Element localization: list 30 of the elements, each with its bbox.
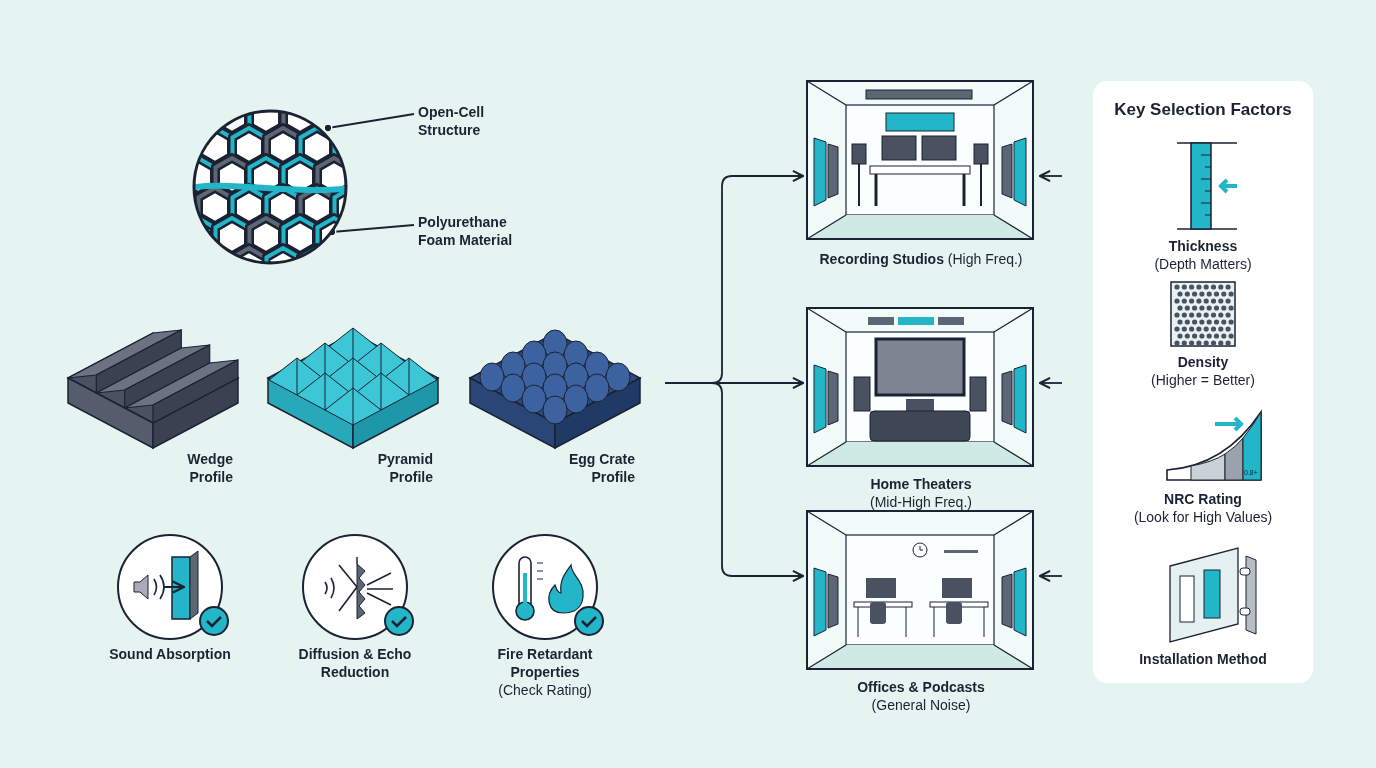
callout-label: Polyurethane Foam Material	[418, 213, 514, 249]
caption-title: Offices & Podcasts	[856, 678, 986, 696]
caption-title: Pyramid Profile	[376, 450, 433, 486]
caption-title: Egg Crate Profile	[567, 450, 635, 486]
caption-title: Installation Method	[1138, 650, 1268, 668]
caption-title: Wedge Profile	[186, 450, 233, 486]
caption-title: NRC Rating	[1163, 490, 1243, 508]
leader-line	[327, 224, 415, 237]
caption-note: (Depth Matters)	[1153, 255, 1253, 273]
caption-title: Thickness	[1167, 237, 1239, 255]
caption-title: Home Theaters	[869, 475, 973, 493]
caption-note: (Mid-High Freq.)	[869, 493, 973, 511]
caption-note: (Look for High Values)	[1132, 508, 1274, 526]
panel-heading: Key Selection Factors	[1113, 101, 1293, 119]
caption-note: (General Noise)	[870, 696, 972, 714]
magnified-foam-drawing	[192, 109, 348, 265]
arrow	[1039, 169, 1063, 183]
caption-title: Sound Absorption	[108, 645, 232, 663]
caption-title: Density	[1176, 353, 1230, 371]
arrow	[1039, 376, 1063, 390]
callout-label: Open-Cell Structure	[418, 103, 486, 139]
caption-title: Fire Retardant Properties	[496, 645, 594, 681]
leader-line	[323, 113, 415, 133]
caption-note: (Higher = Better)	[1150, 371, 1256, 389]
room-caption: Recording Studios (High Freq.)	[818, 250, 1024, 268]
factors-panel	[1093, 81, 1313, 683]
caption-title: Diffusion & Echo Reduction	[297, 645, 413, 681]
caption-note: (Check Rating)	[497, 681, 593, 699]
arrow	[664, 382, 804, 583]
arrow	[1039, 569, 1063, 583]
